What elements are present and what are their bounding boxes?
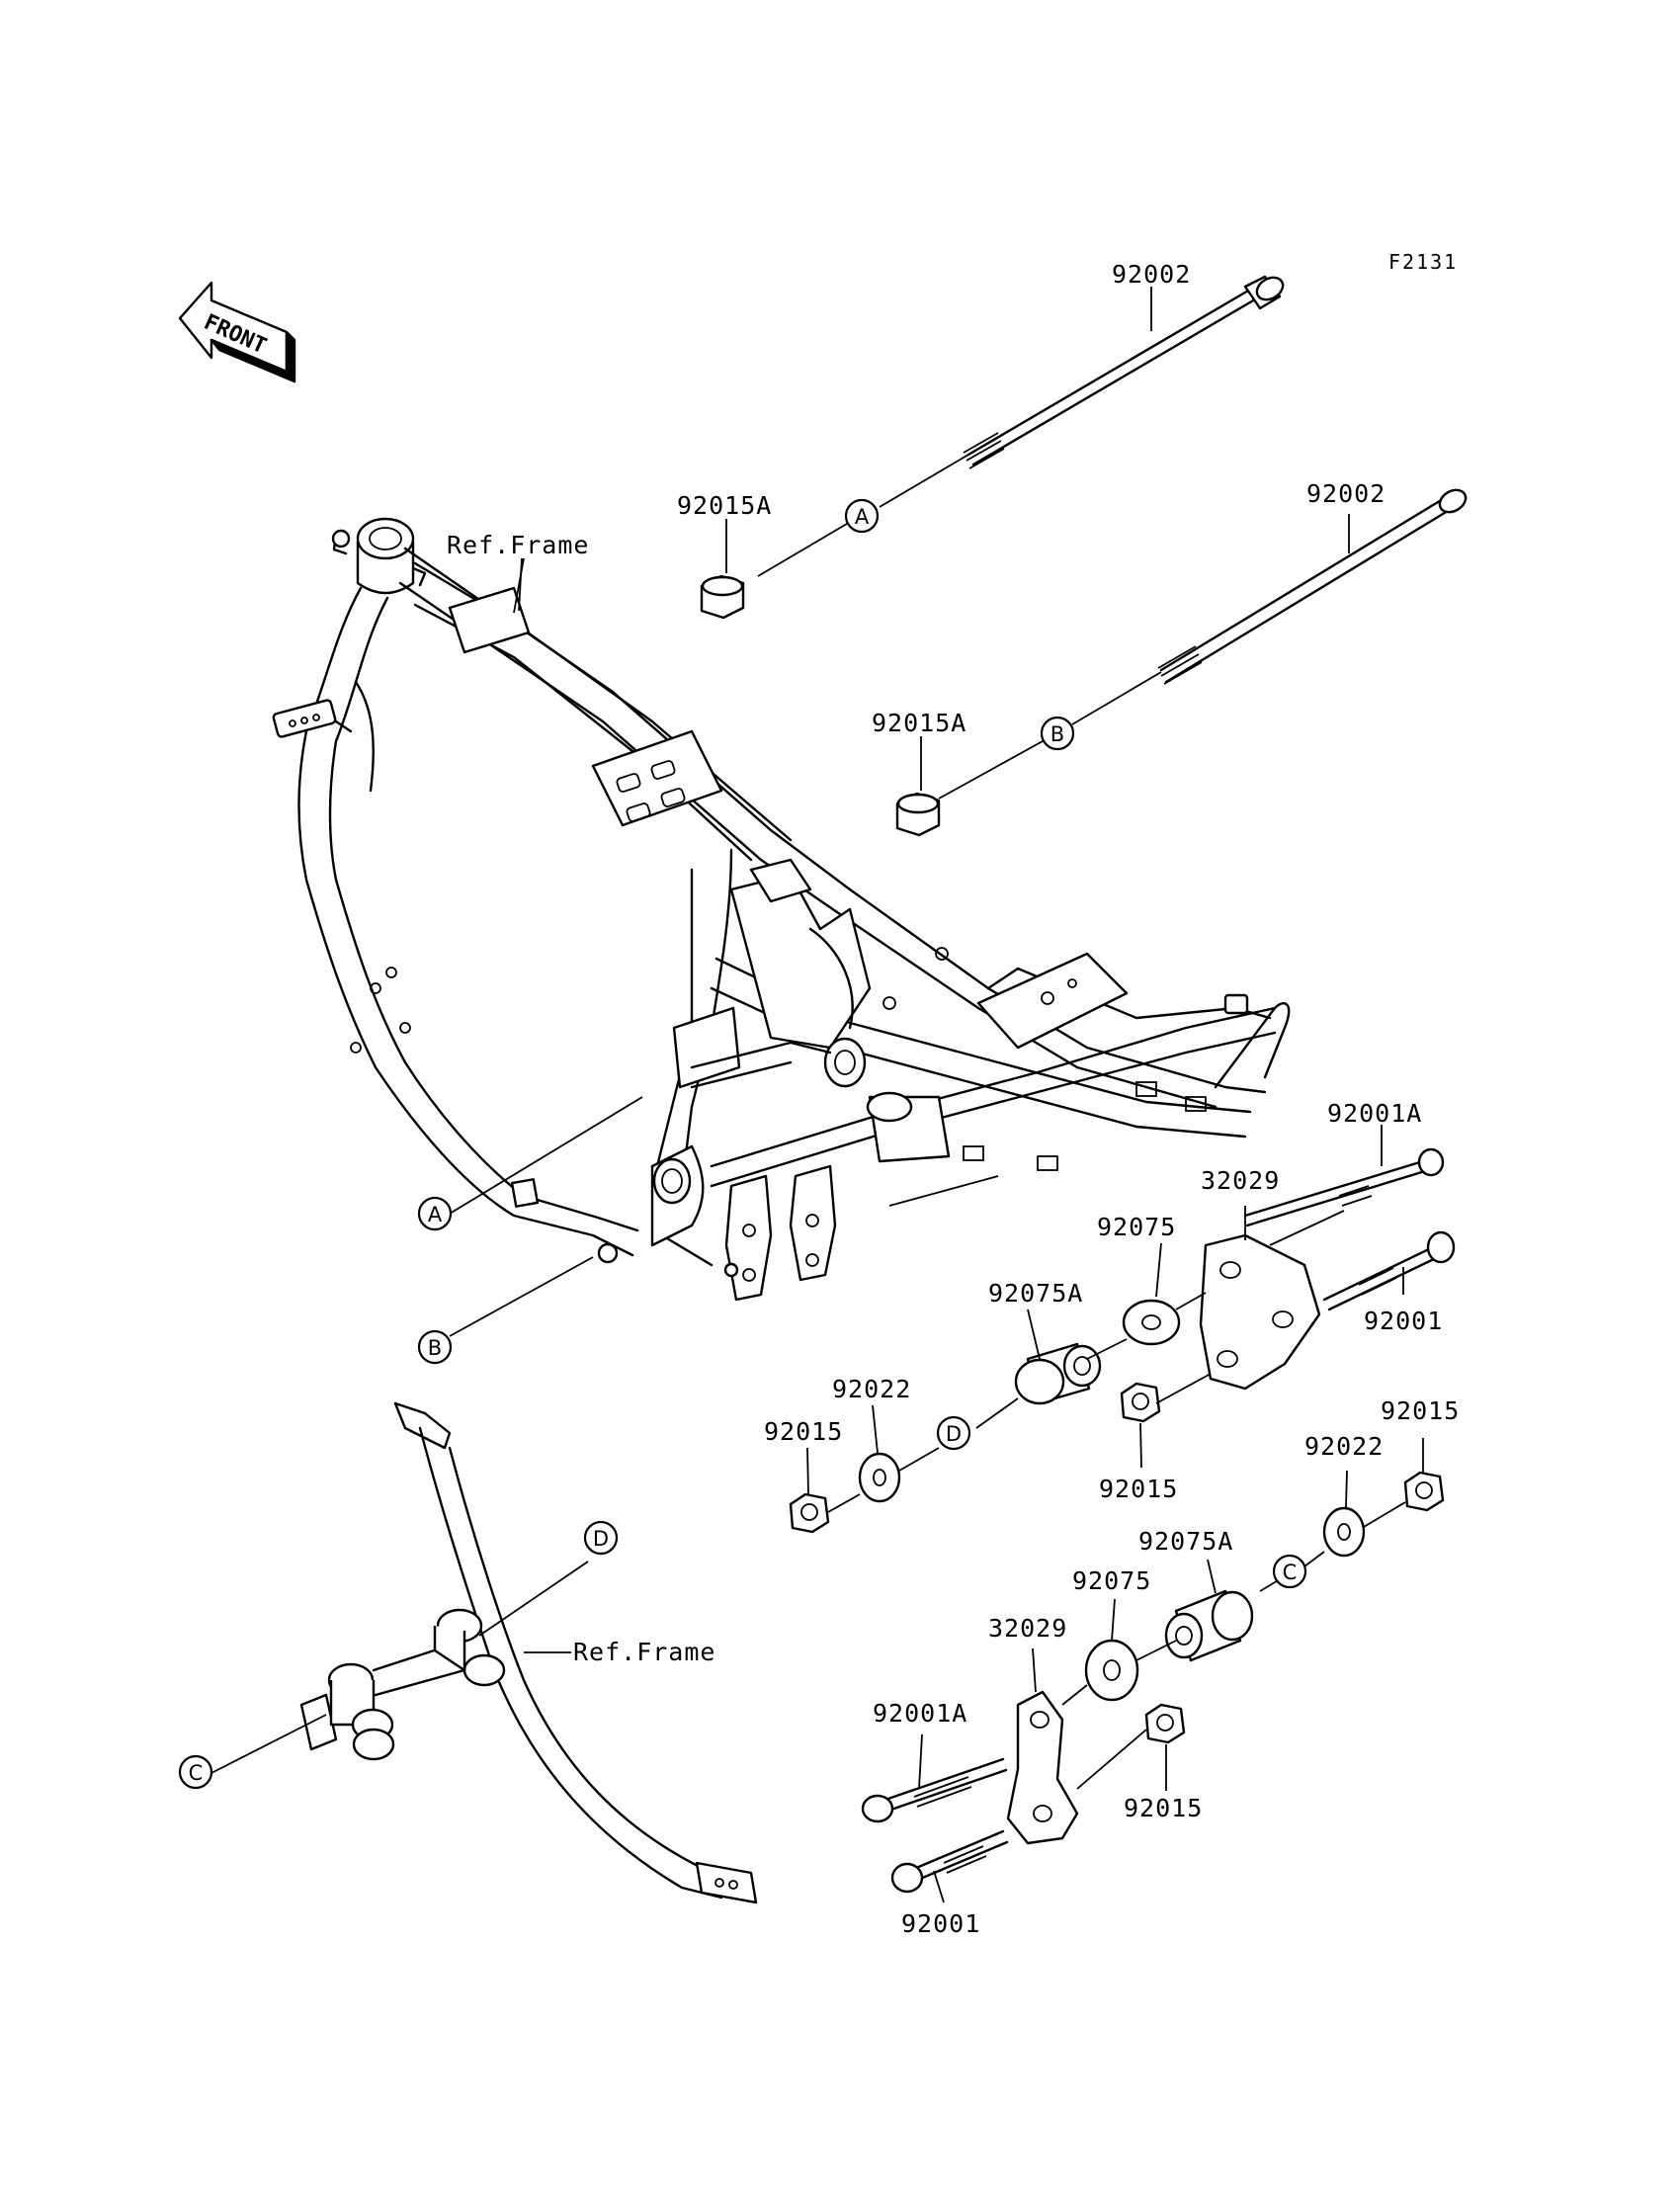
svg-text:C: C	[189, 1761, 204, 1785]
callout-C-lower: C	[178, 1754, 213, 1790]
ref-frame-label-bottom: Ref.Frame	[573, 1638, 715, 1666]
bolt-92002-lower-icon	[1157, 488, 1468, 685]
label-92022-right: 92022	[1304, 1432, 1384, 1461]
collar-92075-lower-icon	[1084, 1639, 1139, 1702]
label-92002-upper: 92002	[1112, 260, 1191, 289]
callout-A-frame: A	[417, 1196, 453, 1231]
label-92015A-lower: 92015A	[872, 709, 966, 737]
svg-text:A: A	[428, 1203, 443, 1226]
label-32029-lower: 32029	[988, 1614, 1067, 1643]
lower-frame-illustration	[299, 1401, 758, 1904]
bolt-92001-right-icon	[1322, 1230, 1456, 1311]
callout-B-top: B	[1040, 716, 1075, 751]
svg-text:B: B	[428, 1336, 442, 1360]
callout-C-right: C	[1272, 1554, 1307, 1589]
label-92015-mid: 92015	[1099, 1475, 1178, 1503]
leader-lines	[209, 287, 1424, 1903]
label-92015-left: 92015	[764, 1417, 843, 1446]
front-arrow-icon: FRONT	[178, 281, 296, 383]
bracket-32029-right-icon	[1199, 1233, 1321, 1391]
nut-92015A-upper-icon	[700, 574, 745, 620]
washer-92022-right-icon	[1322, 1506, 1366, 1558]
washer-92022-left-icon	[858, 1452, 901, 1503]
svg-text:D: D	[946, 1422, 962, 1446]
svg-text:A: A	[855, 505, 870, 529]
bushing-92075A-right-icon	[1014, 1342, 1102, 1405]
label-92001-lower: 92001	[901, 1909, 980, 1938]
bolt-92002-upper-icon	[963, 275, 1285, 469]
bolt-92001A-right-icon	[1243, 1147, 1445, 1227]
svg-text:D: D	[593, 1527, 609, 1551]
callout-A-top: A	[844, 498, 880, 534]
label-92015-right: 92015	[1381, 1396, 1460, 1425]
label-32029-right: 32029	[1201, 1166, 1280, 1195]
main-frame-illustration	[272, 517, 1291, 1302]
nut-92015-lower-icon	[1144, 1703, 1186, 1744]
svg-text:C: C	[1283, 1561, 1298, 1584]
label-92015A-upper: 92015A	[677, 491, 772, 520]
label-92015-lower: 92015	[1124, 1794, 1203, 1822]
callout-D-right: D	[936, 1415, 971, 1451]
figure-code: F2131	[1388, 250, 1458, 274]
callout-B-frame: B	[417, 1329, 453, 1365]
label-92075-right: 92075	[1097, 1213, 1176, 1241]
nut-92015-left-icon	[789, 1492, 830, 1534]
label-92075A-right: 92075A	[988, 1279, 1083, 1308]
bolt-92001-lower-icon	[890, 1829, 1009, 1894]
callout-D-lower: D	[583, 1520, 619, 1556]
nut-92015-mid-icon	[1120, 1382, 1161, 1423]
ref-frame-label-top: Ref.Frame	[447, 531, 589, 559]
label-92002-lower: 92002	[1306, 479, 1386, 508]
bracket-32029-lower-icon	[1006, 1690, 1079, 1845]
svg-text:B: B	[1050, 722, 1064, 746]
label-92022-left: 92022	[832, 1375, 911, 1403]
label-92075A-lower: 92075A	[1138, 1527, 1233, 1556]
label-92001A-right: 92001A	[1327, 1099, 1422, 1128]
label-92075-lower: 92075	[1072, 1566, 1151, 1595]
label-92001-right: 92001	[1364, 1307, 1443, 1335]
nut-92015-right-icon	[1403, 1471, 1445, 1512]
nut-92015A-lower-icon	[895, 792, 941, 837]
bushing-92075A-lower-icon	[1164, 1589, 1254, 1662]
bolt-92001A-lower-icon	[861, 1757, 1008, 1823]
label-92001A-lower: 92001A	[873, 1699, 967, 1728]
collar-92075-right-icon	[1122, 1299, 1181, 1346]
